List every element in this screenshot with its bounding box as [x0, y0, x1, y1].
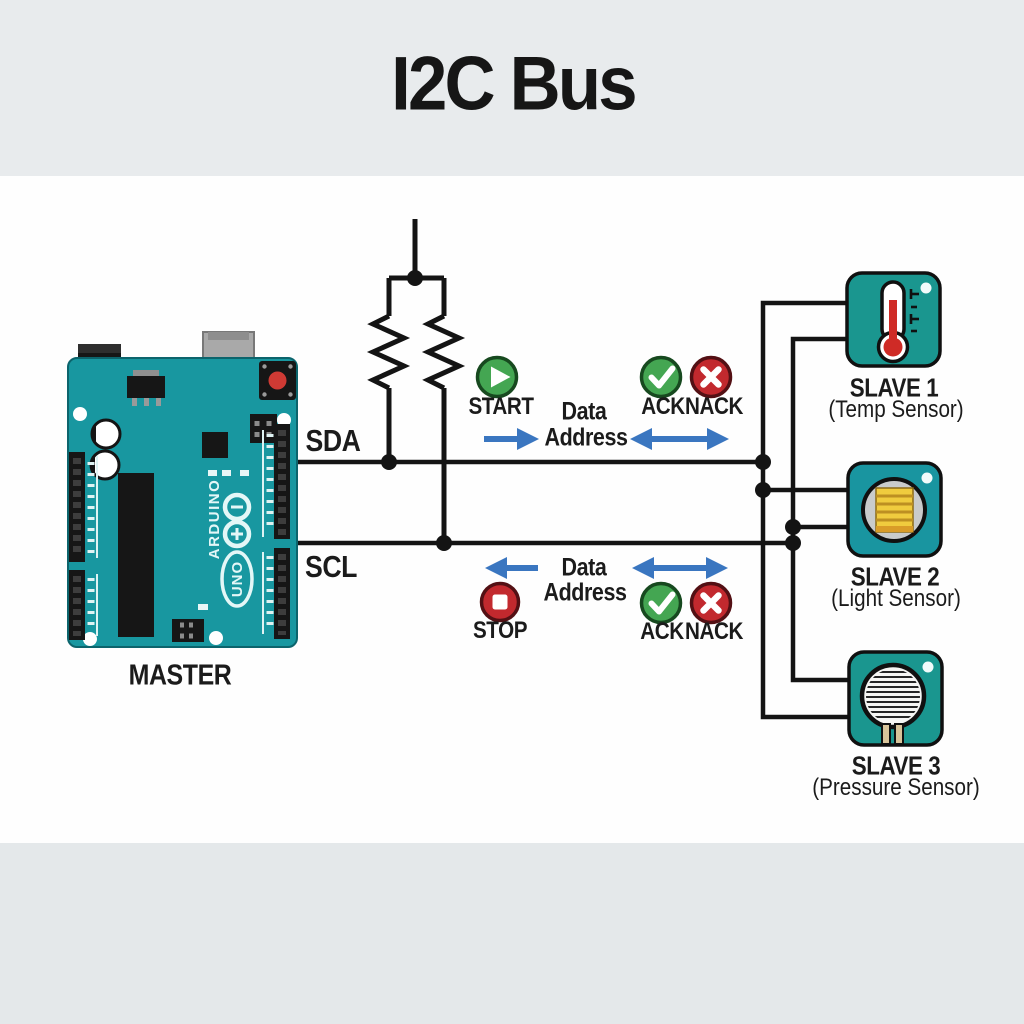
master-label: MASTER [128, 659, 232, 692]
ack-top-icon [639, 355, 683, 399]
slave1-type: (Temp Sensor) [828, 396, 964, 423]
mcu-dip-chip [118, 473, 154, 637]
light-sensor-icon [861, 477, 927, 543]
sda-ack-label: ACK [641, 393, 685, 420]
arduino-board: ARDUINO UNO [67, 331, 298, 648]
stop-label: STOP [472, 617, 528, 644]
arduino-logo: ARDUINO UNO [206, 479, 254, 608]
usb-port-lip [208, 332, 249, 340]
sda-label: SDA [305, 423, 361, 458]
pressure-sensor-icon [859, 662, 927, 745]
usb-interface-chip [202, 432, 228, 458]
slave2-name: SLAVE 2 [850, 561, 940, 592]
scl-address-label: Address [543, 578, 627, 607]
sda-address-label: Address [544, 423, 628, 452]
silkscreen-marks [87, 430, 274, 636]
power-jack-lip [78, 344, 121, 353]
nack-top-icon [689, 355, 733, 399]
nack-bottom-icon [689, 581, 733, 625]
pullup-resistors [366, 219, 466, 543]
status-icons [475, 355, 733, 625]
sda-vertical-bus [760, 300, 850, 720]
ack-bottom-icon [639, 581, 683, 625]
scl-nack-label: NACK [685, 618, 743, 645]
thermometer-icon [876, 280, 919, 364]
scl-label: SCL [304, 549, 358, 584]
arduino-brand-text: ARDUINO [206, 479, 223, 560]
slave2-box [846, 461, 943, 558]
arrow-left-icon [485, 557, 538, 579]
slave1-indicator-dot [920, 282, 932, 294]
bus-wires [288, 300, 850, 720]
icsp-header-bottom [172, 619, 204, 642]
arrow-right-icon [484, 428, 539, 450]
slave3-name: SLAVE 3 [851, 750, 941, 781]
page-title: I2C Bus [391, 41, 637, 127]
pin-headers [69, 424, 290, 640]
start-label: START [468, 393, 534, 420]
scl-ack-label: ACK [640, 618, 684, 645]
scl-data-label: Data [561, 553, 607, 582]
sda-resistor-icon [366, 313, 411, 391]
sda-nack-label: NACK [685, 393, 743, 420]
start-icon [475, 355, 519, 399]
slave1-name: SLAVE 1 [849, 372, 939, 403]
slave3-box [847, 650, 944, 747]
slave3-type: (Pressure Sensor) [812, 774, 980, 801]
scl-vertical-bus [790, 336, 850, 683]
slave2-indicator-dot [921, 472, 933, 484]
arrow-double-bottom-icon [632, 557, 728, 579]
mounting-holes [73, 407, 291, 646]
sda-data-label: Data [561, 397, 607, 426]
stop-icon [479, 581, 521, 623]
uno-model-text: UNO [229, 561, 246, 597]
scl-resistor-icon [421, 313, 466, 391]
junction-dots [381, 270, 801, 551]
arrow-double-top-icon [630, 428, 729, 450]
reset-button [259, 361, 296, 400]
bottom-band [0, 843, 1024, 1024]
slave3-indicator-dot [922, 661, 934, 673]
flow-arrows [484, 428, 729, 579]
slave1-box [845, 271, 942, 368]
slave2-type: (Light Sensor) [831, 585, 961, 612]
title-band: I2C Bus [0, 0, 1024, 176]
voltage-regulator [127, 370, 165, 406]
